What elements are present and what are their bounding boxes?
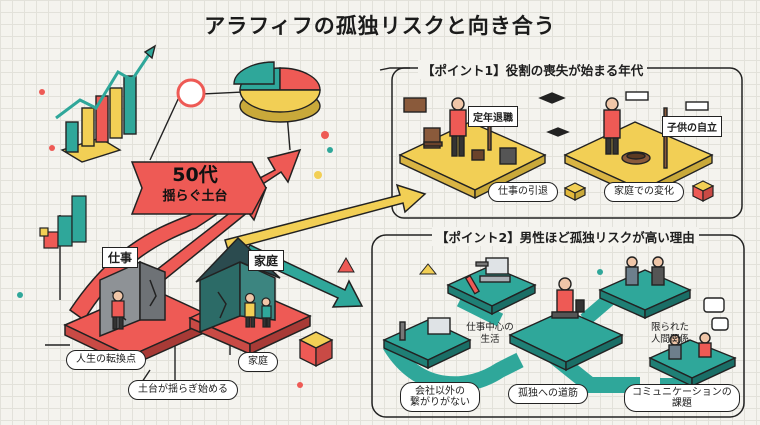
page-title: アラフィフの孤独リスクと向き合う — [204, 14, 556, 38]
banner-title: 50代 — [172, 164, 218, 186]
stacked-blocks-icon — [39, 195, 87, 249]
central-platform — [508, 277, 624, 372]
yellow-arrow-icon — [224, 183, 427, 251]
work-centered-label: 仕事中心の 生活 — [455, 322, 525, 346]
communication-issue-line2: 課題 — [671, 398, 692, 409]
banner-subtitle: 揺らぐ土台 — [162, 189, 228, 204]
point1-heading: 【ポイント1】役割の喪失が始まる年代 — [418, 60, 648, 79]
retirement-platform — [398, 92, 570, 200]
limited-relations-line1: 限られた — [650, 322, 689, 333]
independence-sign: 子供の自立 — [662, 116, 722, 137]
turning-point-label: 人生の転換点 — [66, 350, 146, 370]
no-outside-line1: 会社以外の — [415, 386, 465, 397]
decor-triangle — [418, 263, 438, 275]
cube-icon — [298, 331, 334, 368]
work-centered-line2: 生活 — [480, 334, 500, 345]
family-sign: 家庭 — [248, 250, 285, 271]
banner-shape — [130, 161, 267, 215]
person-icon — [111, 290, 125, 330]
decor-ring — [176, 78, 206, 108]
family-label: 家庭 — [238, 352, 278, 372]
family-people-icon — [244, 292, 272, 328]
retirement-label: 仕事の引退 — [488, 182, 558, 202]
limited-relations-label: 限られた 人間関係 — [640, 322, 700, 346]
cube-icon — [563, 182, 587, 201]
outside-platform — [382, 317, 472, 370]
decor-dot — [314, 171, 322, 179]
decor-dot — [327, 147, 333, 153]
cube-icon — [691, 180, 715, 202]
point2-heading: 【ポイント2】男性ほど孤独リスクが高い理由 — [432, 227, 699, 246]
communication-issue-line1: コミュニケーションの — [632, 387, 732, 398]
bar-chart-icon — [55, 44, 157, 163]
decor-dot — [597, 269, 603, 275]
work-sign: 仕事 — [102, 247, 139, 268]
communication-issue-label: コミュニケーションの 課題 — [624, 384, 740, 412]
foundation-label: 土台が揺らぎ始める — [128, 380, 238, 400]
decor-triangle — [337, 256, 355, 273]
family-change-label: 家庭での変化 — [604, 182, 684, 202]
no-outside-line2: 繋がりがない — [410, 397, 470, 408]
path-to-isolation-label: 孤独への道筋 — [508, 384, 588, 404]
limited-relations-platform — [598, 256, 692, 320]
tools-icon — [464, 261, 489, 295]
work-centered-line1: 仕事中心の — [466, 322, 514, 333]
decor-dot — [297, 382, 303, 388]
decor-dot — [321, 131, 329, 139]
communication-platform — [648, 297, 737, 388]
limited-relations-line2: 人間関係 — [650, 334, 689, 345]
pie-chart-icon — [233, 61, 321, 123]
decor-dot — [17, 292, 23, 298]
retirement-sign: 定年退職 — [468, 106, 518, 127]
no-outside-connection-label: 会社以外の 繋がりがない — [400, 382, 480, 412]
decor-dot — [49, 145, 55, 151]
decor-dot — [39, 89, 45, 95]
